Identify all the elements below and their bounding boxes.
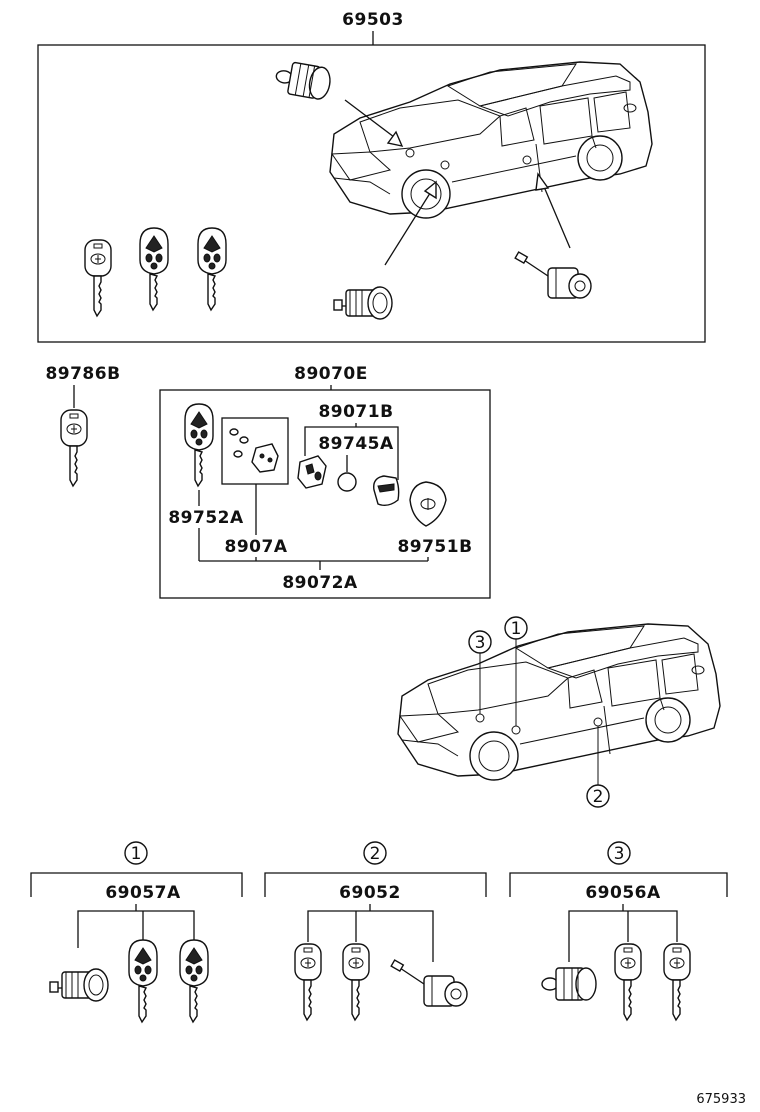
box-89070e (159, 389, 491, 599)
location-dot-door (522, 155, 532, 165)
label-8907a: 8907A (225, 537, 288, 557)
callout-circle-3 (468, 630, 492, 654)
ignition-cylinder-top (333, 286, 393, 320)
group-3-hatch-cylinder (541, 967, 597, 1001)
group-1-bracket (30, 872, 243, 897)
diagram-id: 675933 (696, 1092, 746, 1107)
group-1-callout-circle (124, 841, 148, 865)
group-1-ignition-cylinder (49, 968, 109, 1002)
location-dot-hood (405, 148, 415, 158)
label-89072a: 89072A (282, 573, 358, 593)
group-3-master-key-2 (663, 943, 691, 1021)
group-2-master-key-1 (294, 943, 322, 1021)
arrow-to-hood (344, 99, 404, 147)
group-2-master-key-2 (342, 943, 370, 1021)
group-2-part-number: 69052 (339, 883, 401, 903)
group-1-callout-number: 1 (131, 844, 142, 864)
group-1-remote-key-1 (128, 939, 158, 1023)
label-89070e: 89070E (294, 364, 368, 384)
remote-key-top-1 (139, 227, 169, 311)
master-key-top (84, 239, 112, 317)
bracket-89071b (304, 426, 399, 480)
circuit-board-parts (229, 428, 279, 473)
group-3-master-key-1 (614, 943, 642, 1021)
blank-key-89786b (60, 409, 88, 487)
group-2-branch (307, 910, 434, 962)
callout-number-1: 1 (511, 619, 522, 639)
group-3-callout-number: 3 (614, 844, 625, 864)
location-dot-ignition (440, 160, 450, 170)
label-89752a: 89752A (168, 508, 244, 528)
board-box-8907a (221, 417, 289, 485)
group-1-remote-key-2 (179, 939, 209, 1023)
group-2-bracket (264, 872, 487, 897)
battery (337, 472, 357, 492)
vehicle-illustration-locations (397, 623, 721, 781)
group-2-callout-number: 2 (370, 844, 381, 864)
callout-circle-2 (586, 784, 610, 808)
group-1-branch (77, 910, 195, 948)
button-pad (297, 455, 327, 489)
logo-plate (409, 481, 447, 527)
label-89745a: 89745A (318, 434, 394, 454)
callout-circle-1 (504, 616, 528, 640)
box-69503 (37, 44, 706, 343)
hatch-cylinder-top (272, 59, 334, 102)
label-69503: 69503 (342, 10, 404, 30)
group-3-branch (568, 910, 678, 962)
label-89786b: 89786B (45, 364, 120, 384)
group-2-door-cylinder (390, 959, 468, 1007)
group-3-part-number: 69056A (585, 883, 661, 903)
vehicle-illustration-top (329, 61, 653, 219)
label-89751b: 89751B (397, 537, 472, 557)
remote-key-top-2 (197, 227, 227, 311)
callout-number-3: 3 (475, 633, 486, 653)
door-cylinder-top (514, 251, 592, 299)
group-2-callout-circle (363, 841, 387, 865)
group-3-callout-circle (607, 841, 631, 865)
arrow-to-ignition (384, 180, 437, 266)
remote-key-89752a (184, 403, 214, 487)
group-3-bracket (509, 872, 728, 897)
arrow-to-door (535, 172, 571, 249)
label-89071b: 89071B (318, 402, 393, 422)
group-1-part-number: 69057A (105, 883, 181, 903)
key-cover (373, 475, 400, 507)
callout-number-2: 2 (593, 787, 604, 807)
